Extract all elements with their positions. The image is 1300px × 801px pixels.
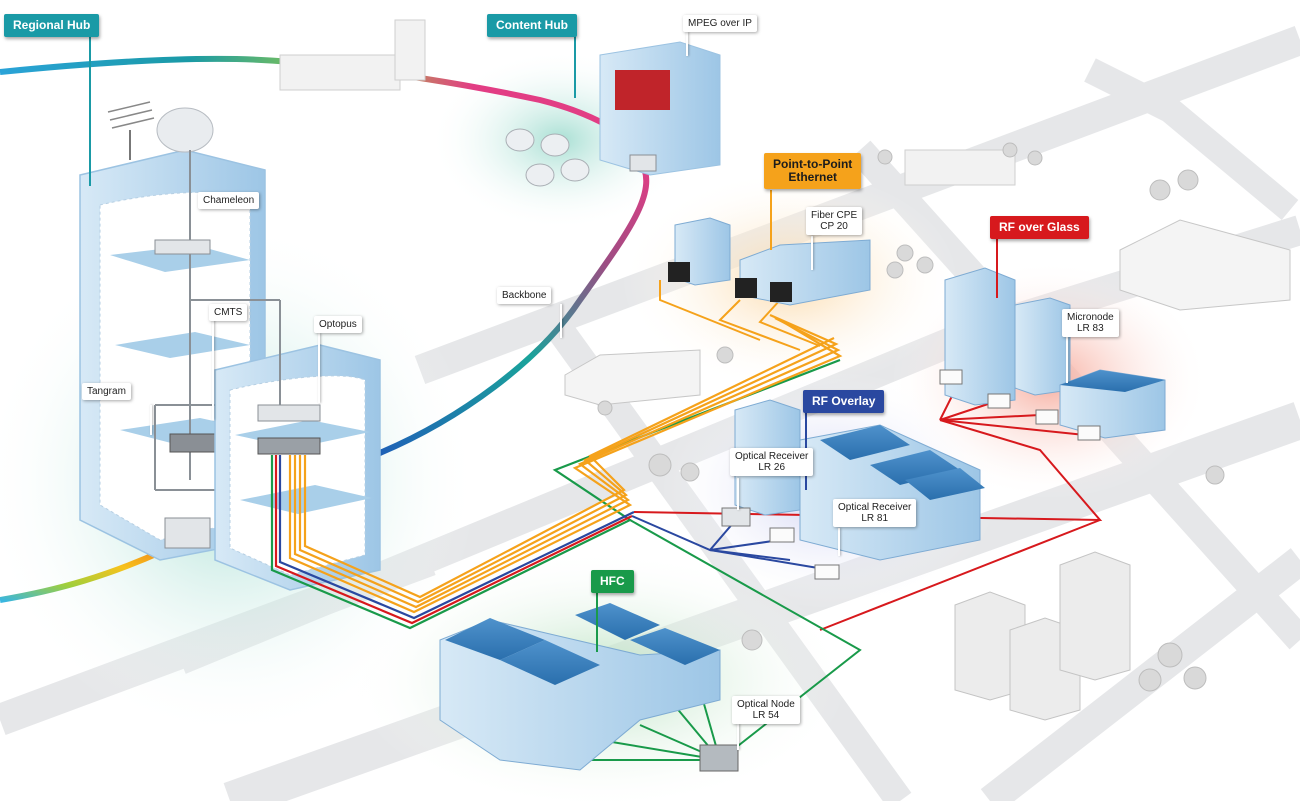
optical-node-pointer <box>737 724 739 750</box>
mpeg-over-ip-label: MPEG over IP <box>683 15 757 32</box>
mpeg-over-ip-pointer <box>686 32 688 56</box>
micronode-pointer <box>1066 337 1068 383</box>
point-to-point-callout: Point-to-Point Ethernet <box>764 153 862 189</box>
fiber-cpe-line2: CP 20 <box>820 221 848 232</box>
micronode-line2: LR 83 <box>1077 323 1104 334</box>
hfc-pointer <box>596 592 598 652</box>
cmts-label: CMTS <box>209 304 248 321</box>
optical-receiver-81-line1: Optical Receiver <box>838 502 912 513</box>
regional-hub-callout: Regional Hub <box>4 14 100 37</box>
content-hub-pointer <box>574 36 576 98</box>
optical-receiver-26-label: Optical Receiver LR 26 <box>730 448 814 476</box>
optopus-label: Optopus <box>314 316 362 333</box>
micronode-line1: Micronode <box>1067 312 1114 323</box>
rf-over-glass-callout: RF over Glass <box>990 216 1089 239</box>
optopus-pointer <box>318 333 320 403</box>
rf-overlay-callout: RF Overlay <box>803 390 885 413</box>
rf-over-glass-pointer <box>996 238 998 298</box>
micronode-label: Micronode LR 83 <box>1062 309 1119 337</box>
fiber-cpe-line1: Fiber CPE <box>811 210 858 221</box>
optical-node-label: Optical Node LR 54 <box>732 696 800 724</box>
point-to-point-pointer <box>770 190 772 250</box>
cmts-pointer <box>212 320 214 420</box>
optical-receiver-26-line2: LR 26 <box>758 462 786 473</box>
point-to-point-line1: Point-to-Point <box>773 157 853 171</box>
hfc-callout: HFC <box>591 570 634 593</box>
tangram-label: Tangram <box>82 383 131 400</box>
optical-receiver-26-line1: Optical Receiver <box>735 451 809 462</box>
point-to-point-line2: Ethernet <box>788 170 837 184</box>
optical-node-line2: LR 54 <box>752 710 780 721</box>
optical-receiver-26-pointer <box>737 478 739 510</box>
optical-node-line1: Optical Node <box>737 699 795 710</box>
fiber-cpe-label: Fiber CPE CP 20 <box>806 207 863 235</box>
regional-hub-pointer <box>89 36 91 186</box>
content-hub-callout: Content Hub <box>487 14 577 37</box>
fiber-cpe-pointer <box>811 236 813 270</box>
optical-receiver-81-label: Optical Receiver LR 81 <box>833 499 917 527</box>
optical-receiver-81-pointer <box>838 528 840 556</box>
backbone-pointer <box>560 304 562 338</box>
backbone-label: Backbone <box>497 287 552 304</box>
tangram-pointer <box>150 405 152 435</box>
chameleon-label: Chameleon <box>198 192 260 209</box>
optical-receiver-81-line2: LR 81 <box>861 513 889 524</box>
